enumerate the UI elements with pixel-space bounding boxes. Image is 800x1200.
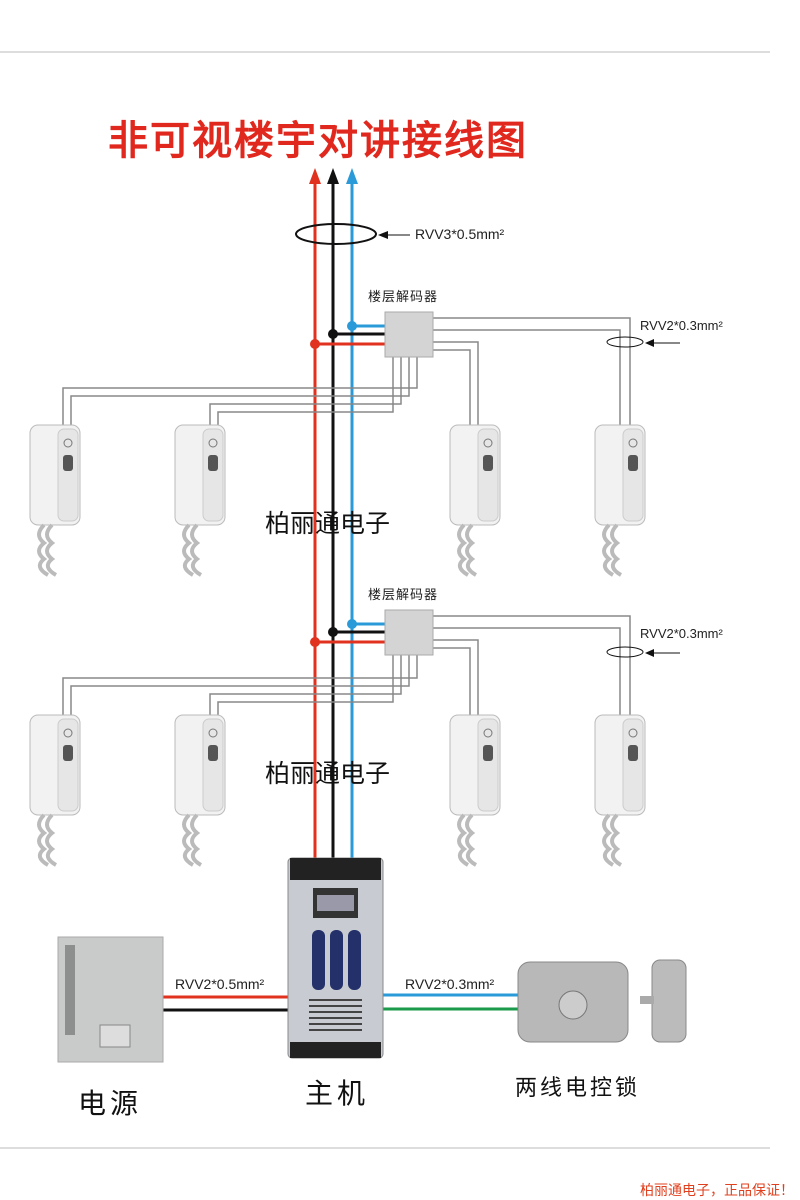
trunk-wires — [295, 168, 410, 860]
floor-decoder-box — [384, 609, 434, 656]
power-cable-label: RVV2*0.5mm² — [175, 976, 265, 992]
footer-slogan: 柏丽通电子，正品保证！ — [640, 1183, 794, 1199]
indoor-handset — [28, 713, 82, 867]
cable-bundle-ring — [295, 223, 377, 245]
electric-lock — [517, 959, 687, 1043]
lock-cable-label: RVV2*0.3mm² — [405, 976, 495, 992]
indoor-handset — [448, 423, 502, 577]
indoor-handset — [28, 423, 82, 577]
page-title: 非可视楼宇对讲接线图 — [108, 118, 528, 164]
indoor-handset — [593, 713, 647, 867]
indoor-handset — [173, 713, 227, 867]
arrow-black-icon — [327, 168, 339, 184]
arrow-red-icon — [309, 168, 321, 184]
power-label: 电源 — [78, 1087, 143, 1120]
floor-cable-label: RVV2*0.3mm² — [640, 318, 723, 333]
watermark-text: 柏丽通电子 — [265, 759, 391, 788]
floor-decoder-box — [384, 311, 434, 358]
indoor-handset — [173, 423, 227, 577]
indoor-handset — [593, 423, 647, 577]
floor-1 — [28, 311, 680, 577]
power-supply-box — [57, 936, 164, 1063]
watermark-text: 柏丽通电子 — [265, 509, 391, 538]
floor-decoder-label: 楼层解码器 — [368, 588, 439, 603]
door-station-main-unit — [287, 857, 384, 1059]
indoor-handset — [448, 713, 502, 867]
main-unit-label: 主机 — [305, 1077, 370, 1110]
floor-decoder-label: 楼层解码器 — [368, 290, 439, 305]
floor-cable-label: RVV2*0.3mm² — [640, 626, 723, 641]
trunk-cable-label: RVV3*0.5mm² — [415, 226, 505, 242]
lock-label: 两线电控锁 — [515, 1076, 641, 1101]
floor-2 — [28, 609, 680, 867]
arrow-blue-icon — [346, 168, 358, 184]
